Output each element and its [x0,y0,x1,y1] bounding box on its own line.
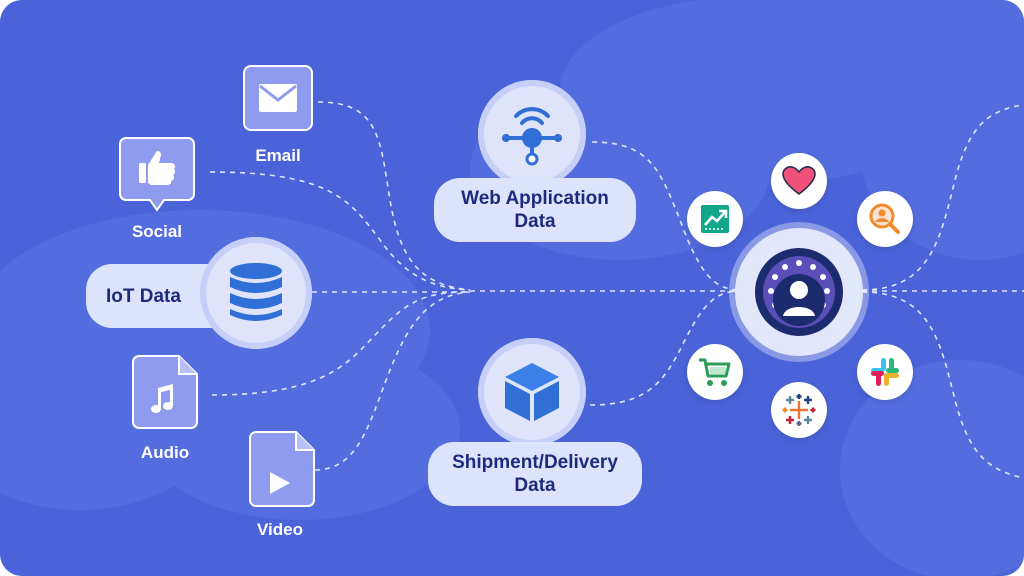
shipment-label-line2: Data [514,475,556,496]
tableau-circle [771,382,827,438]
web-app-label-line2: Data [514,211,556,232]
email-label: Email [255,146,301,165]
video-card [249,431,315,507]
audio-label: Audio [140,443,190,462]
shipment-orb [478,338,586,446]
box-icon [505,363,559,421]
web-app-label-line1: Web Application [461,188,609,209]
web-app-orb [478,80,586,188]
analytics-circle [687,191,743,247]
email-card [243,65,313,131]
music-file-icon [151,384,173,413]
shipment-label-line1: Shipment/Delivery [452,452,618,473]
social-label: Social [131,222,183,241]
iot-data-label: IoT Data [106,285,181,307]
iot-data-orb [200,237,312,349]
search-circle [857,191,913,247]
slack-icon [871,358,899,386]
video-file-icon [270,472,290,494]
thumbs-up-icon [139,151,176,185]
search-person-icon [869,203,900,234]
chart-icon [701,205,729,233]
slack-circle [857,344,913,400]
heart-circle [771,153,827,209]
commerce-circle [687,344,743,400]
tableau-icon [782,394,816,426]
network-icon [502,107,562,166]
web-app-pill: Web Application Data [434,178,636,242]
heart-icon [782,166,816,196]
video-label: Video [257,520,303,539]
social-card [119,137,195,212]
database-icon [230,263,282,321]
customer-hub [735,228,863,356]
person-hub-icon [755,248,843,336]
mail-icon [259,84,297,112]
audio-card [132,355,198,429]
cart-icon [699,358,731,386]
shipment-pill: Shipment/Delivery Data [428,442,642,506]
